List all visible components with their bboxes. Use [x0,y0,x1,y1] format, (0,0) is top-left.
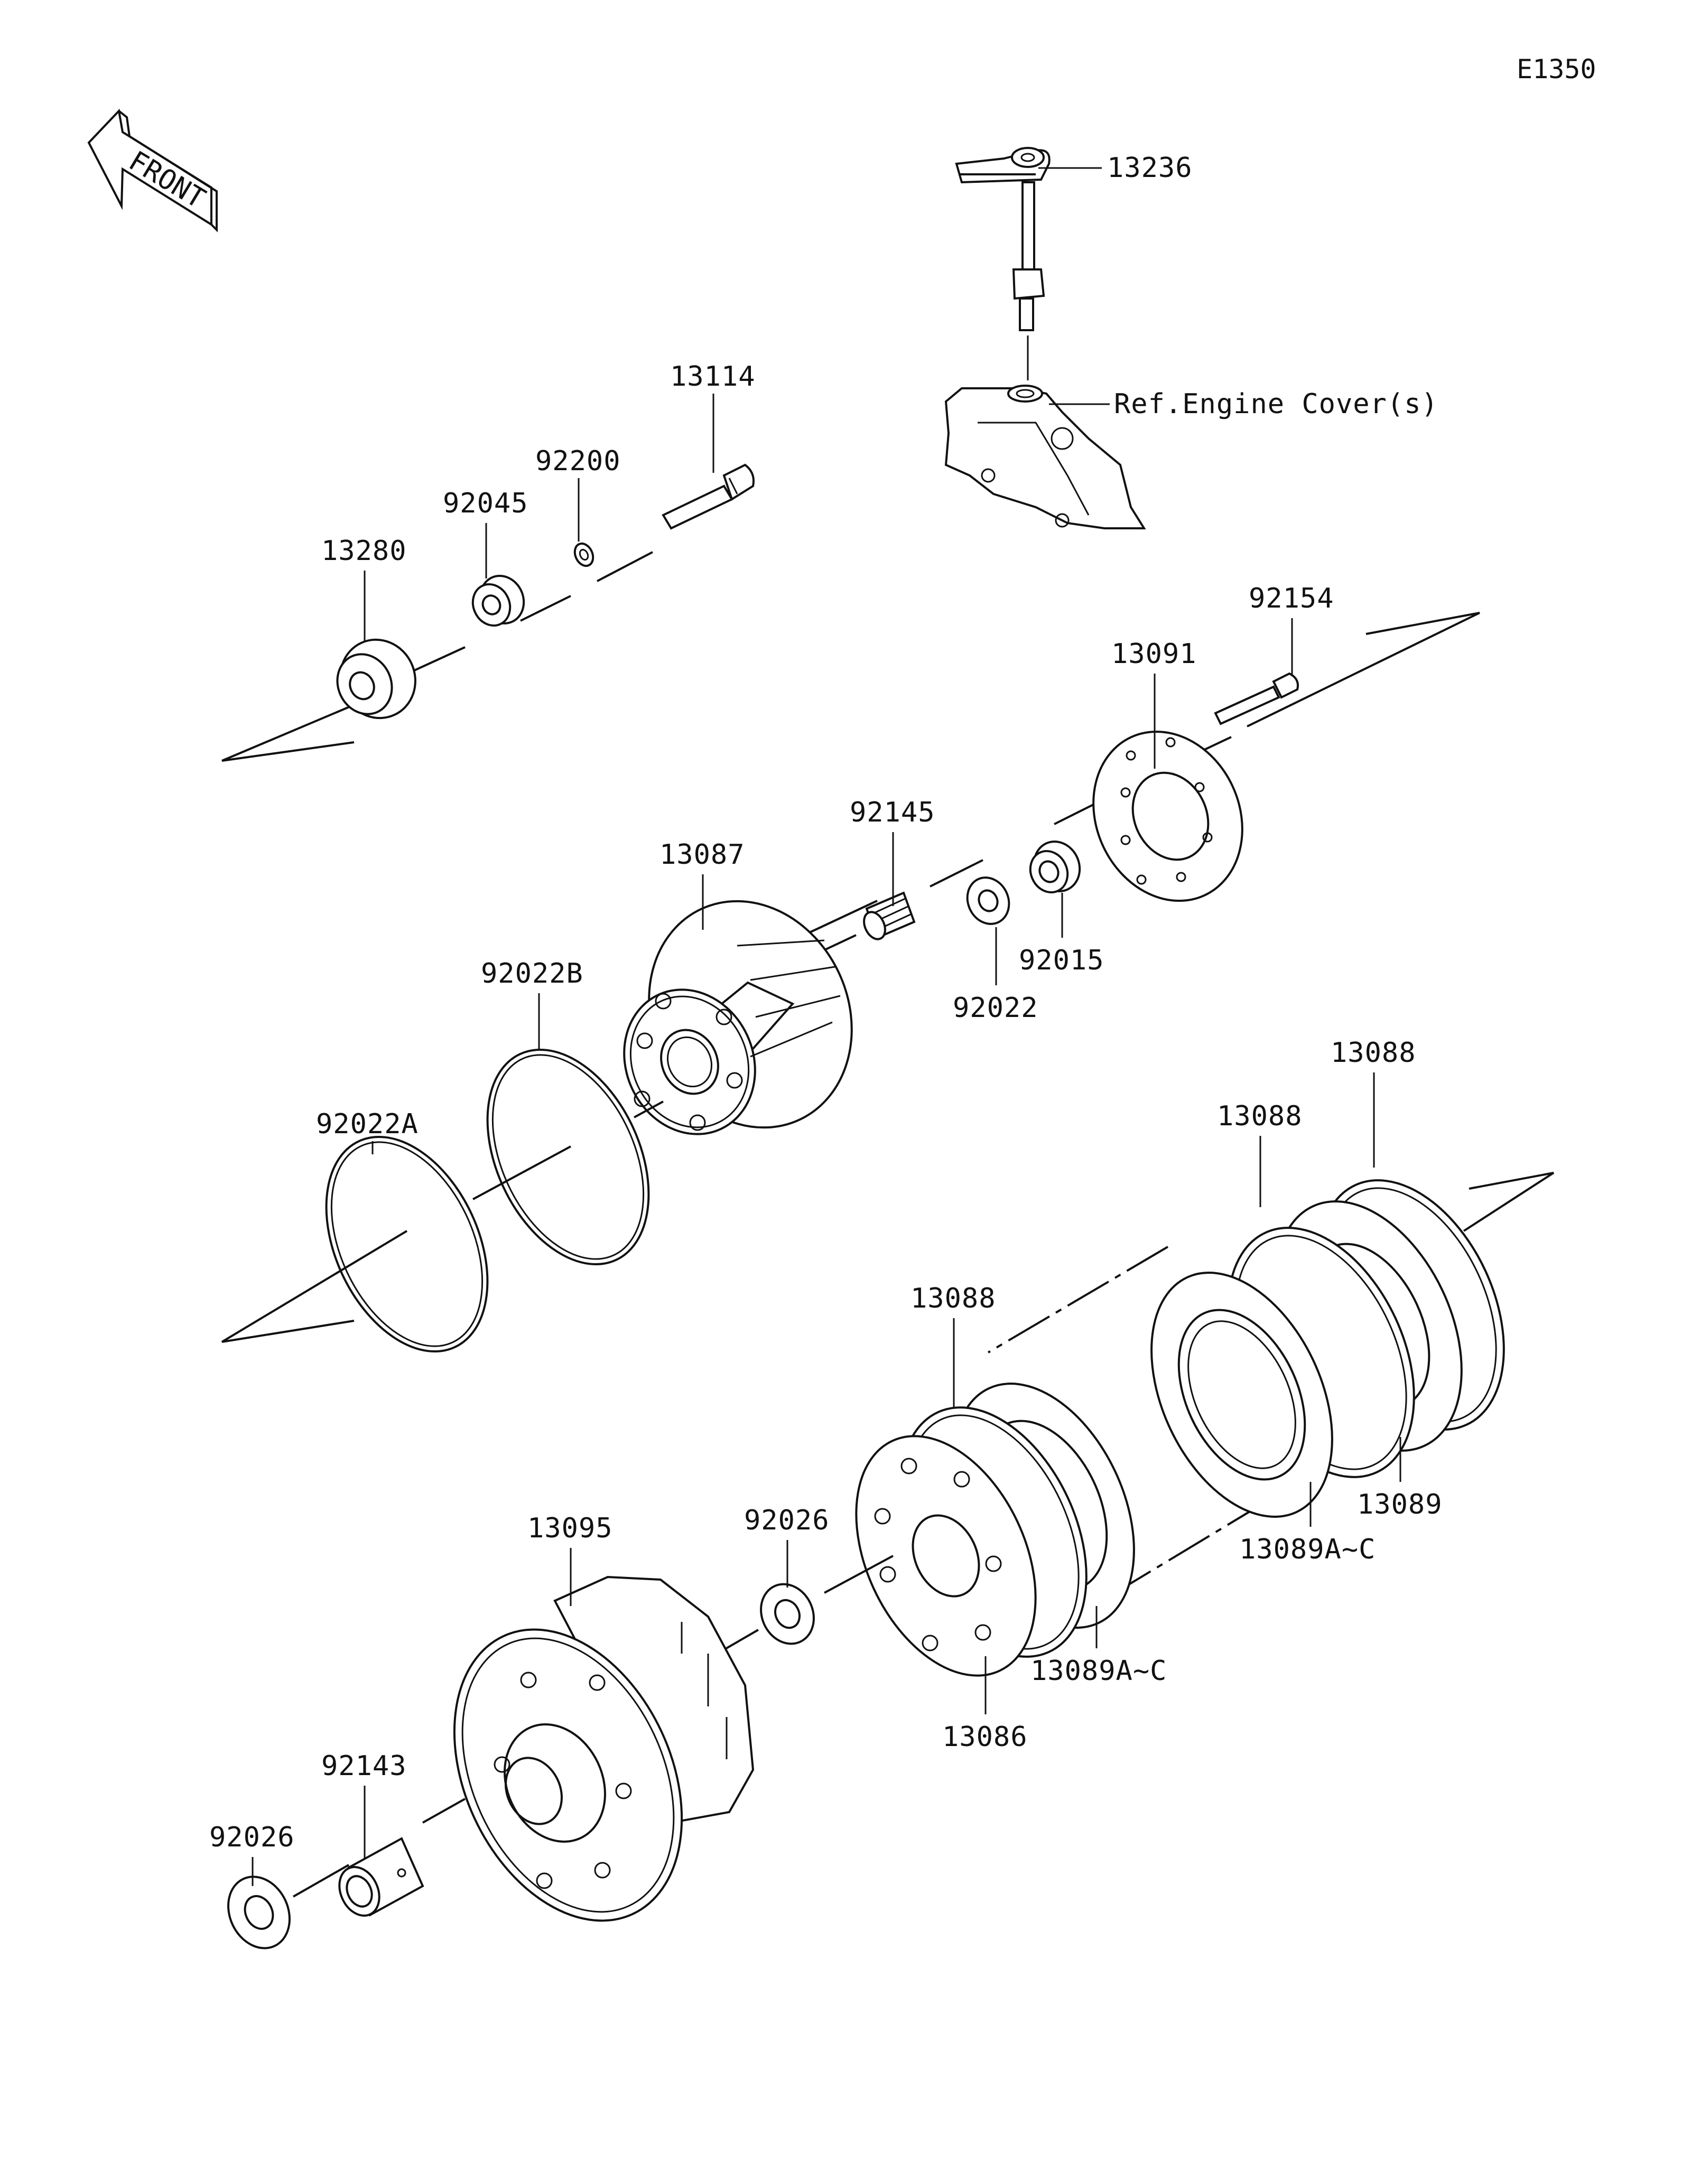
part-label-13089AC-left: 13089A~C [1030,1655,1167,1687]
part-13087-hub [623,900,853,1135]
reference-label: Ref.Engine Cover(s) [1114,388,1438,420]
diagram-code: E1350 [1517,54,1596,85]
part-13086-pressure-plate [855,1435,1037,1677]
part-label-13088-right: 13088 [1331,1037,1416,1069]
part-13091-plate [1092,730,1243,902]
part-label-92200: 92200 [535,445,621,477]
axis-3 [221,1100,664,1343]
part-label-13089: 13089 [1357,1489,1443,1520]
part-label-13091: 13091 [1111,638,1197,670]
axis-4 [987,1172,1555,1594]
part-label-13280: 13280 [321,535,407,567]
part-92143-bushing [338,1837,424,1917]
part-92200-washer [573,542,594,567]
front-arrow-label: FRONT [123,145,210,215]
part-92026-washer-mid [760,1583,815,1645]
part-label-13087: 13087 [659,839,745,871]
part-92022-washer [966,876,1010,925]
part-label-13114: 13114 [670,361,756,393]
part-label-13088-mid: 13088 [1217,1100,1303,1132]
part-92026-washer-left [227,1875,291,1949]
part-label-92026-mid: 92026 [744,1505,830,1536]
part-label-92143: 92143 [321,1750,407,1782]
part-label-92022A: 92022A [316,1108,419,1140]
clutch-release-lever [955,147,1102,331]
part-13095-clutch-housing [453,1575,755,1922]
part-92145-spring [863,891,916,940]
part-label-92154: 92154 [1249,583,1334,614]
part-label-13089AC-right: 13089A~C [1239,1534,1376,1565]
part-label-13086: 13086 [942,1721,1028,1753]
part-13089AC-plate-right [1150,1272,1333,1518]
part-label-13095: 13095 [527,1513,613,1544]
part-label-13236: 13236 [1107,152,1193,184]
part-label-92045: 92045 [443,488,528,519]
part-92022A-oring [325,1135,489,1353]
front-arrow-icon: FRONT [87,108,218,232]
part-label-92022: 92022 [953,992,1038,1024]
part-label-13088-left: 13088 [910,1283,996,1314]
part-label-92015: 92015 [1019,945,1104,976]
axis-1 [221,551,653,762]
part-92015-nut [1029,841,1081,893]
engine-cover-reference [944,335,1146,529]
part-label-92022B: 92022B [481,958,583,990]
part-label-92145: 92145 [850,797,935,828]
part-92154-bolt [1214,672,1299,725]
part-92045-bearing [471,575,525,627]
part-13114-rod [662,463,755,530]
part-label-92026-left: 92026 [209,1822,295,1853]
part-13280-cap [336,638,416,720]
part-92022B-oring [486,1048,650,1266]
